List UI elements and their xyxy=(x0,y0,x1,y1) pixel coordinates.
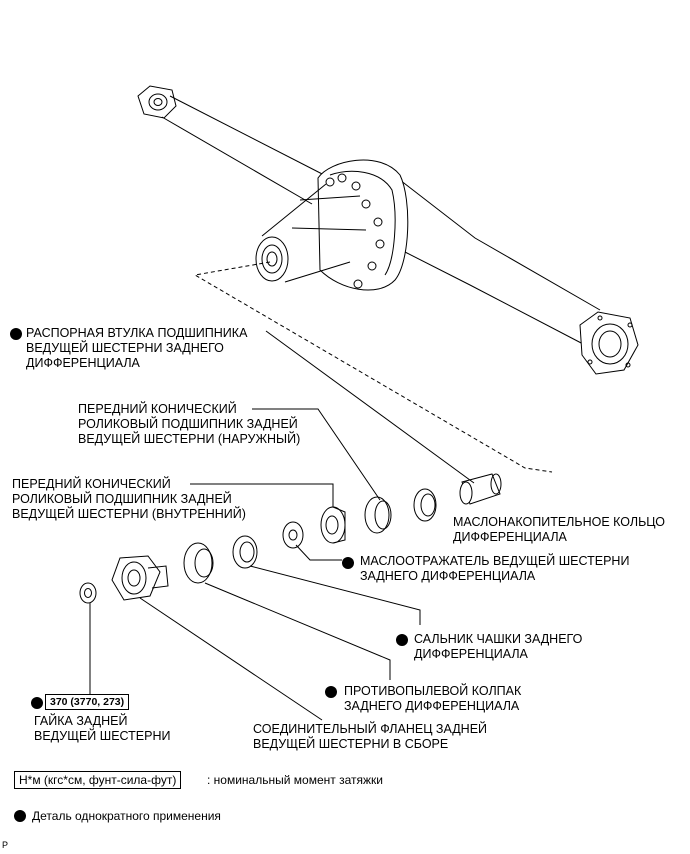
corner-mark: P xyxy=(2,840,9,850)
inner-bearing-part xyxy=(320,506,346,544)
slinger-part xyxy=(282,521,304,549)
nut-part xyxy=(79,582,97,604)
torque-value-box: 370 (3770, 273) xyxy=(45,694,130,710)
once-use-bullet xyxy=(10,328,22,340)
flange-part xyxy=(111,555,169,601)
once-use-bullet xyxy=(396,634,408,646)
torque-unit-legend-box: Н*м (кгс*см, фунт-сила-фут) xyxy=(14,771,182,789)
once-use-bullet xyxy=(342,557,354,569)
axle-housing xyxy=(137,85,639,375)
oil-seal-part xyxy=(232,535,258,569)
once-use-bullet xyxy=(325,686,337,698)
assembly-axis xyxy=(193,261,553,473)
outer-bearing-part xyxy=(364,496,392,534)
once-use-legend-bullet xyxy=(14,810,26,822)
torque-unit-legend-text: : номинальный момент затяжки xyxy=(207,773,383,787)
once-use-bullet xyxy=(31,697,43,709)
dust-cap-part xyxy=(183,542,214,584)
once-use-legend-text: Деталь однократного применения xyxy=(32,809,221,823)
leader-lines xyxy=(89,330,475,721)
spacer-part xyxy=(459,473,502,505)
oil-ring-part xyxy=(413,488,437,522)
